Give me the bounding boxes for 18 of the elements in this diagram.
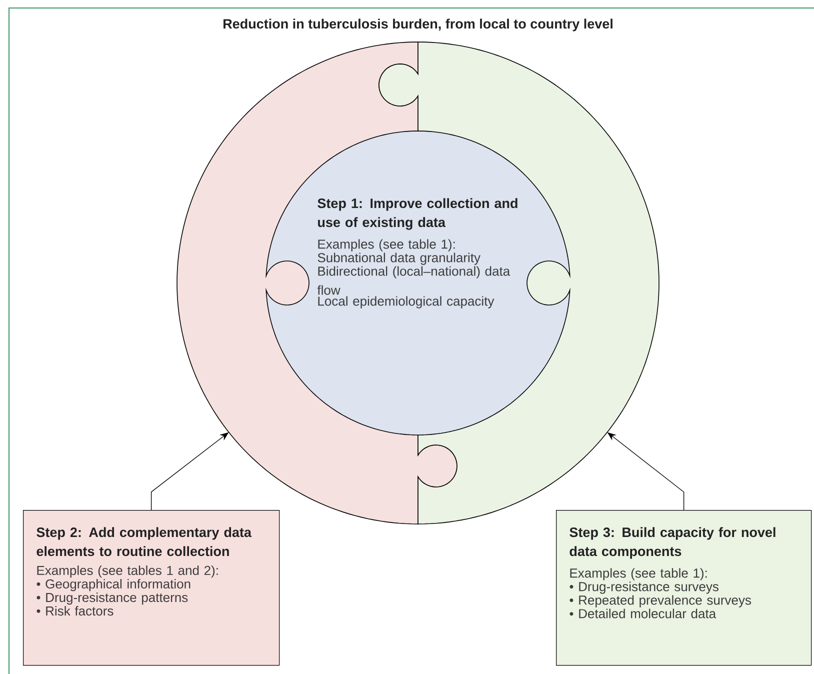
list-item: • Drug-resistance patterns [36, 592, 188, 605]
list-item: Local epidemiological capacity [318, 296, 494, 308]
list-item: Bidirectional (local–national) data flow [317, 266, 510, 295]
list-item: Subnational data granularity [318, 252, 480, 265]
list-item: • Geographical information [36, 579, 190, 592]
step-box [556, 510, 812, 666]
examples-text: Examples (see tables 1 and 2): [37, 566, 218, 578]
examples-text: Examples (see table 1): [318, 239, 455, 252]
list-item: • Repeated prevalence surveys [570, 595, 751, 608]
heading: Step 1: Improve collection and use of existing data [318, 198, 518, 230]
heading: Step 3: Build capacity for novel data components [570, 527, 776, 559]
examples-text: Examples (see table 1): [570, 568, 707, 580]
heading: Step 2: Add complementary data elements to routine collection [36, 527, 252, 556]
step-box [23, 510, 280, 666]
title: Reduction in tuberculosis burden, from local to country level [224, 18, 612, 32]
list-item: • Detailed molecular data [570, 608, 716, 618]
list-item: • Risk factors [36, 606, 114, 616]
list-item: • Drug-resistance surveys [570, 582, 718, 594]
